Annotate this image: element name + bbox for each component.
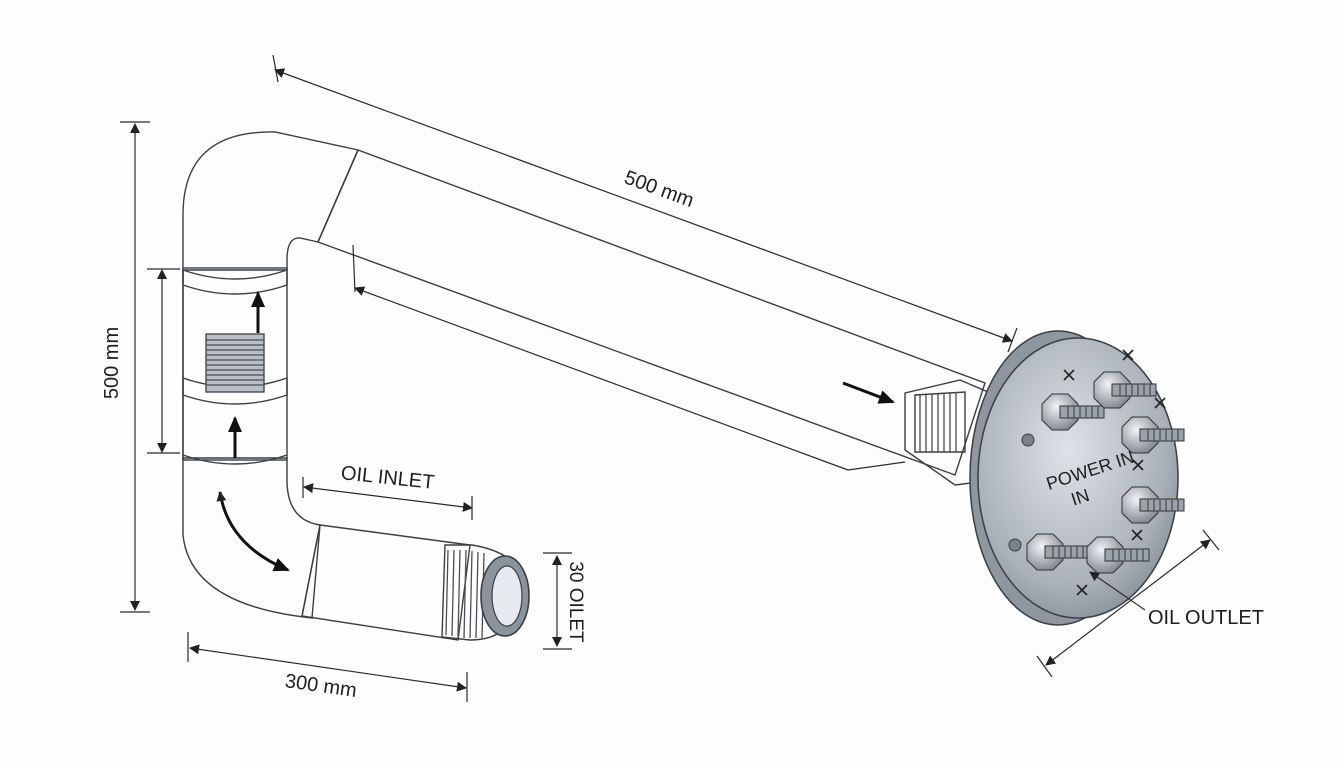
- power-in-label-line2: IN: [1068, 485, 1091, 510]
- bottom-elbow: [182, 457, 321, 619]
- bottom-length-label: 300 mm: [284, 670, 359, 702]
- inlet-thread-icon: [441, 544, 530, 641]
- sleeve-bottom: [182, 454, 288, 465]
- top-elbow: [182, 131, 359, 271]
- oil-inlet-label: OIL INLET: [340, 462, 436, 494]
- dimension-vertical-inner: [147, 268, 180, 454]
- outlet-thread-icon: [904, 379, 996, 486]
- oil-outlet-label: OIL OUTLET: [1148, 607, 1264, 629]
- outlet-size-label: 30 OILET: [565, 561, 586, 643]
- diagonal-joint: [317, 149, 359, 243]
- dimension-vertical: [120, 121, 150, 613]
- dimension-internal: [352, 244, 906, 471]
- vertical-length-label: 500 mm: [101, 327, 123, 399]
- bottom-pipe: [301, 524, 471, 641]
- top-length-label: 500 mm: [621, 167, 696, 212]
- dimension-bottom: [187, 632, 468, 702]
- diagonal-pipe: [317, 149, 986, 476]
- bolt-hole: [1008, 538, 1022, 552]
- sleeve-upper: [182, 269, 288, 295]
- dimension-oil-inlet: [302, 477, 473, 520]
- dimension-outlet-diameter: [543, 552, 572, 650]
- dimension-top: [272, 54, 1018, 353]
- bottom-joint: [301, 524, 321, 617]
- vertical-thread-icon: [205, 333, 265, 393]
- bolt-hole: [1021, 433, 1035, 447]
- oil-outlet-leader: [1089, 571, 1146, 611]
- dimension-flange: [1036, 529, 1220, 678]
- flow-arrow-icon: [216, 291, 895, 572]
